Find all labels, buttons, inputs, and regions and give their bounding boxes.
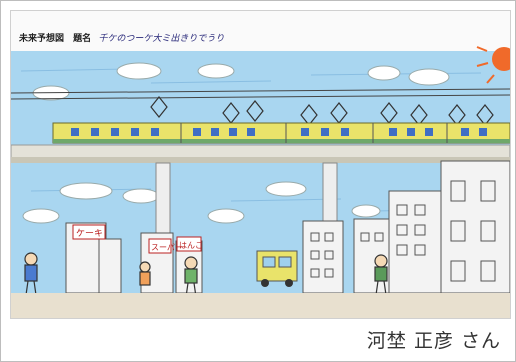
person-shop	[139, 261, 151, 286]
shop-signs	[72, 224, 202, 254]
person-right	[374, 254, 388, 296]
building-windows	[310, 180, 496, 282]
yellow-vehicle	[256, 250, 298, 287]
person-left	[24, 252, 38, 296]
track-beam	[11, 157, 510, 163]
train	[52, 122, 510, 144]
drawing-label: 未来予想図	[19, 34, 65, 44]
drawing-title: 千ケのつーケ大ミ出きりでうり	[98, 34, 225, 44]
paper-top	[11, 11, 510, 51]
title-label: 題名	[73, 34, 92, 44]
artist-credit: 河埜 正彦 さん	[366, 330, 501, 352]
sign-hanko: はんこ	[179, 241, 203, 250]
overhead-wires	[11, 88, 510, 100]
drawing-svg: ケーキ スーパー はんこ	[11, 11, 510, 318]
train-car-gaps	[180, 123, 448, 143]
sign-cake: ケーキ	[76, 228, 103, 239]
drawing-header: 未来予想図 題名 千ケのつーケ大ミ出きりでうり	[19, 31, 224, 44]
pantographs	[150, 96, 494, 126]
ground	[11, 293, 510, 318]
sign-super: スーパー	[151, 243, 183, 252]
train-windows	[71, 128, 487, 136]
people	[24, 252, 388, 298]
sun	[476, 46, 510, 84]
person-center	[184, 256, 198, 298]
child-drawing: ケーキ スーパー はんこ	[10, 10, 511, 319]
elevated-track	[11, 144, 510, 160]
